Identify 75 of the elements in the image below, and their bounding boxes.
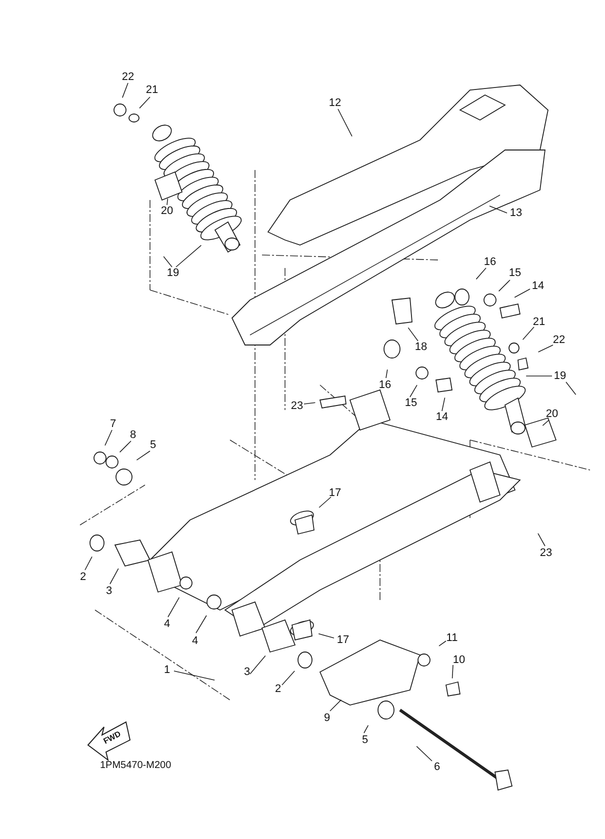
leader-line <box>476 268 486 280</box>
leader-line <box>408 327 418 342</box>
leader-line <box>166 198 168 206</box>
callout-number: 3 <box>244 666 250 678</box>
direction-label: FWD <box>102 729 122 746</box>
leader-line <box>104 430 112 446</box>
leader-line <box>452 664 454 679</box>
callout-number: 11 <box>446 632 458 644</box>
callout-number: 7 <box>110 418 116 430</box>
callout-number: 19 <box>554 370 566 382</box>
leader-line <box>498 280 510 292</box>
leader-line <box>442 397 446 412</box>
leader-line <box>136 450 150 460</box>
callout-number: 3 <box>106 585 112 597</box>
leader-line <box>438 640 446 646</box>
callout-number: 10 <box>452 654 466 666</box>
leader-line <box>196 615 207 634</box>
callout-number: 14 <box>436 411 448 423</box>
leader-line <box>489 206 508 214</box>
leader-line <box>163 256 172 268</box>
leader-line <box>318 496 332 508</box>
callout-number: 23 <box>540 547 552 559</box>
leader-line <box>538 344 554 352</box>
leader-line <box>416 746 432 762</box>
leader-line <box>110 568 119 584</box>
leader-line <box>174 670 215 680</box>
callout-number: 13 <box>510 207 522 219</box>
leader-line <box>304 402 316 404</box>
callout-number: 22 <box>552 334 566 346</box>
callout-number: 15 <box>404 397 418 409</box>
callout-number: 14 <box>532 280 544 292</box>
callout-number: 5 <box>150 439 156 451</box>
callout-number: 5 <box>362 734 368 746</box>
callout-number: 23 <box>290 400 304 412</box>
callout-number: 17 <box>336 634 350 646</box>
callout-number: 1 <box>164 664 170 676</box>
callout-number: 19 <box>166 267 180 279</box>
callout-number: 8 <box>130 429 136 441</box>
callout-number: 6 <box>434 761 440 773</box>
callout-number: 4 <box>192 635 198 647</box>
callout-number: 18 <box>414 341 428 353</box>
leader-line <box>566 382 576 395</box>
callout-number: 12 <box>328 97 342 109</box>
leader-line <box>318 633 334 638</box>
leader-line <box>514 288 530 298</box>
leader-line <box>522 326 534 340</box>
callout-number: 16 <box>378 379 392 391</box>
callout-number: 2 <box>274 683 282 695</box>
callout-number: 2 <box>80 571 86 583</box>
leader-line <box>119 440 132 453</box>
leader-line <box>122 82 128 98</box>
leader-line <box>282 670 295 686</box>
callout-number: 9 <box>324 712 330 724</box>
callout-number: 16 <box>484 256 496 268</box>
leader-line <box>386 369 388 378</box>
leader-line <box>330 699 342 712</box>
callout-number: 17 <box>328 487 342 499</box>
leader-line <box>139 96 150 109</box>
leader-line <box>538 533 546 546</box>
callout-number: 21 <box>146 84 158 96</box>
callout-number: 15 <box>508 267 522 279</box>
leader-line <box>250 655 266 674</box>
leader-line <box>176 244 202 268</box>
callout-number: 22 <box>122 71 134 83</box>
leader-line <box>364 724 369 734</box>
callout-number: 20 <box>546 408 558 420</box>
leader-line <box>168 597 180 618</box>
callout-number: 21 <box>532 316 546 328</box>
part-code: 1PM5470-M200 <box>100 760 172 771</box>
leader-line <box>338 108 352 137</box>
leader-line <box>84 556 92 570</box>
callout-number: 20 <box>160 205 174 217</box>
leader-line <box>410 384 418 398</box>
callout-number: 4 <box>164 618 170 630</box>
leader-line <box>542 420 550 426</box>
